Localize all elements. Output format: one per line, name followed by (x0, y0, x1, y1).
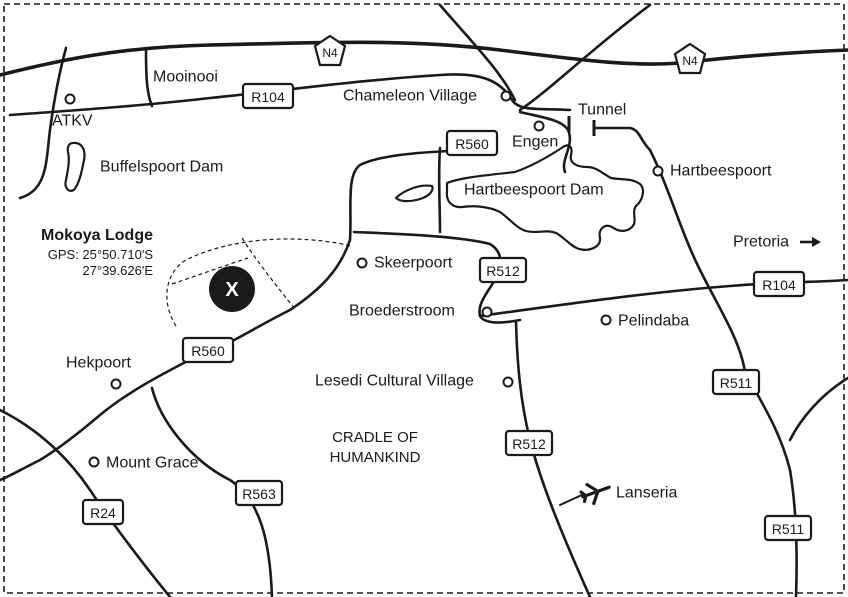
place-lesedi: Lesedi Cultural Village (315, 373, 474, 390)
r560-shield-a-label: R560 (455, 136, 489, 152)
r511-shield-a-label: R511 (720, 375, 753, 391)
lodge-area-boundary (166, 238, 353, 327)
road-tunnel (594, 126, 652, 152)
location-x-icon[interactable]: X (209, 266, 255, 312)
place-pretoria: Pretoria (733, 234, 789, 251)
r104-shield-a: R104 (241, 82, 295, 110)
n4-shield-b-label: N4 (682, 54, 698, 68)
place-hekpoort-dot (110, 378, 122, 390)
lodge-marker-label: X (225, 279, 239, 301)
r560-shield-b-label: R560 (191, 343, 225, 359)
road-r560-upper (203, 148, 472, 354)
arrow-right-icon (800, 237, 821, 247)
place-broederstroom-dot (481, 306, 493, 318)
road-n4 (0, 40, 848, 77)
place-atkv-dot (64, 93, 76, 105)
place-skeerpoort-dot (356, 257, 368, 269)
road-atkv (18, 46, 68, 200)
place-skeerpoort: Skeerpoort (374, 255, 453, 272)
road-r24 (0, 408, 172, 597)
road-r563 (150, 386, 274, 597)
place-mooinooi: Mooinooi (153, 69, 218, 86)
n4-shield-a-label: N4 (322, 46, 338, 60)
place-hartbeespoort: Hartbeespoort (670, 163, 772, 180)
lodge-name: Mokoya Lodge (41, 227, 153, 244)
lodge-gps-lat: GPS: 25°50.710'S (48, 247, 154, 262)
tunnel-icon (567, 116, 596, 136)
place-hekpoort: Hekpoort (66, 355, 131, 372)
r511-shield-b-label: R511 (772, 521, 805, 537)
lodge-area-divider-1 (241, 237, 295, 309)
place-broederstroom: Broederstroom (349, 303, 455, 320)
road-r511-branch (788, 376, 848, 442)
r512-shield-b-label: R512 (512, 436, 546, 452)
place-hartbeespoort-dot (652, 165, 664, 177)
r512-shield-a-label: R512 (486, 263, 520, 279)
r104-shield-b: R104 (752, 270, 806, 298)
road-mooinooi-link (144, 46, 154, 108)
r512-shield-a: R512 (478, 256, 528, 284)
place-hartbeespoort-dam: Hartbeespoort Dam (464, 182, 604, 199)
place-chameleon-village-dot (500, 90, 512, 102)
map-frame (3, 3, 845, 594)
place-atkv: ATKV (52, 113, 93, 130)
r24-shield: R24 (81, 498, 125, 526)
hartbeespoort-dam-water (445, 144, 645, 251)
r563-shield: R563 (234, 479, 284, 507)
r511-shield-b: R511 (763, 514, 813, 542)
region-label-line-2: HUMANKIND (330, 449, 421, 466)
road-north-diagonal (518, 3, 652, 112)
r563-shield-label: R563 (242, 486, 276, 502)
n4-shield-b: N4 (673, 42, 707, 75)
airplane-icon (579, 483, 611, 506)
r24-shield-label: R24 (90, 505, 116, 521)
buffelspoort-dam-water (64, 141, 86, 192)
road-r104-east (478, 278, 848, 318)
r560-shield-b: R560 (181, 336, 235, 364)
place-engen-dot (533, 120, 545, 132)
place-engen: Engen (512, 134, 558, 151)
r511-shield-a: R511 (711, 368, 761, 396)
n4-shield-a: N4 (313, 34, 347, 67)
road-r104-west (8, 73, 572, 117)
small-lake-water (394, 184, 434, 203)
lodge-area-divider-2 (171, 257, 249, 285)
road-r560-lower (0, 350, 207, 482)
place-chameleon-village: Chameleon Village (343, 88, 477, 105)
r512-shield-b: R512 (504, 429, 554, 457)
region-label-line-1: CRADLE OF (332, 429, 418, 446)
r104-shield-b-label: R104 (762, 277, 796, 293)
road-dam-access (437, 146, 442, 234)
place-mount-grace: Mount Grace (106, 455, 199, 472)
place-pelindaba: Pelindaba (618, 313, 689, 330)
place-pelindaba-dot (600, 314, 612, 326)
place-lesedi-dot (502, 376, 514, 388)
place-mount-grace-dot (88, 456, 100, 468)
place-tunnel: Tunnel (578, 102, 626, 119)
road-chameleon-link (438, 3, 517, 102)
road-hartbeespoort (648, 148, 747, 374)
lodge-gps-lon: 27°39.626'E (82, 263, 153, 278)
r560-shield-a: R560 (445, 129, 499, 157)
road-lanseria (559, 493, 585, 506)
r104-shield-a-label: R104 (251, 89, 285, 105)
road-r511 (743, 370, 798, 597)
place-buffelspoort-dam: Buffelspoort Dam (100, 159, 223, 176)
place-lanseria: Lanseria (616, 485, 677, 502)
road-r512-south (514, 320, 592, 597)
